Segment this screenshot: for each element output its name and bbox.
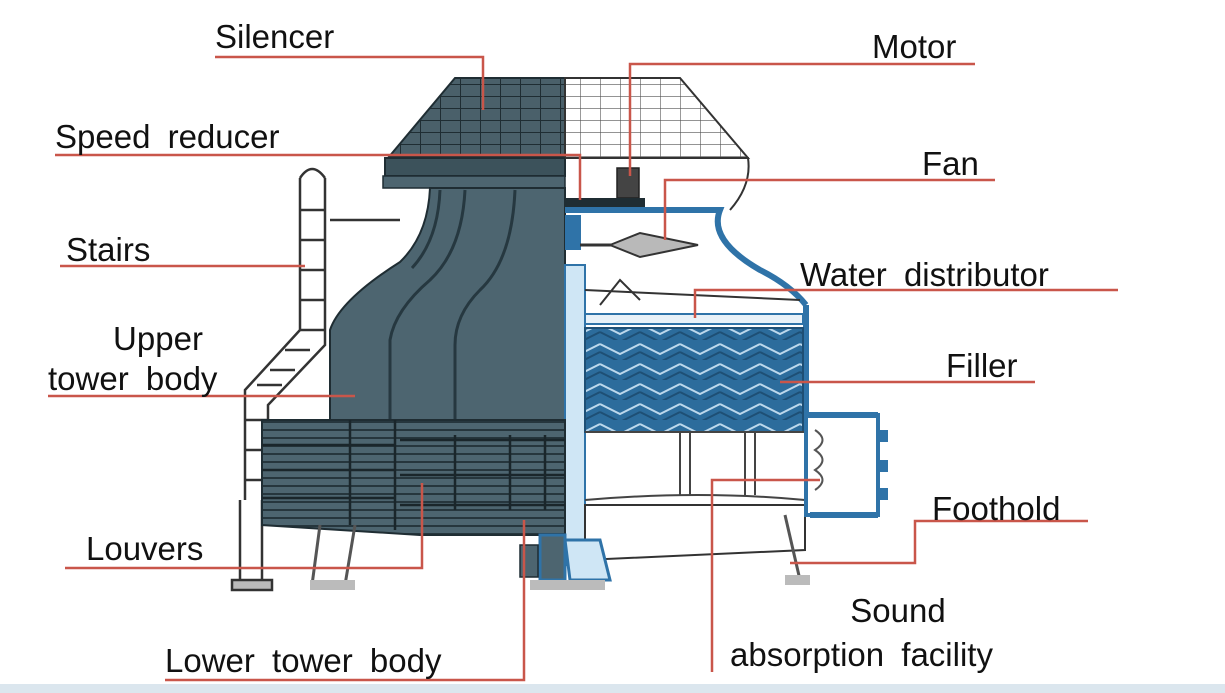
upper-tower-body-dark: [329, 187, 566, 421]
label-louvers: Louvers: [86, 530, 204, 567]
water-distributor: [584, 278, 801, 319]
filler-block: [584, 327, 804, 433]
leader-foothold: [790, 519, 1088, 565]
lower-tower-body: [538, 533, 612, 582]
label-lower-tower-body: Lower tower body: [165, 642, 442, 679]
leader-fan: [663, 178, 995, 240]
silencer-dark-half: [385, 77, 566, 159]
label-sound-absorption-line2: absorption facility: [730, 636, 993, 673]
leader-motor: [628, 62, 975, 176]
leader-speed-reducer: [55, 153, 582, 200]
fan-blade: [607, 231, 699, 259]
leader-lines: [48, 55, 1118, 682]
leader-silencer: [215, 55, 485, 110]
leader-sound-absorption: [710, 478, 820, 672]
label-motor: Motor: [872, 28, 957, 65]
label-water-distributor: Water distributor: [800, 256, 1049, 293]
label-upper-tower-body-line2: tower body: [48, 360, 218, 397]
label-foothold: Foothold: [932, 490, 1061, 527]
fan-stack: [565, 207, 809, 307]
bottom-strip: [0, 684, 1225, 693]
sound-absorption-structure: [804, 412, 888, 518]
motor-unit: [616, 167, 640, 199]
label-upper-tower-body-line1: Upper: [113, 320, 203, 357]
label-silencer: Silencer: [215, 18, 335, 55]
label-sound-absorption-line1: Sound: [850, 592, 946, 629]
label-fan: Fan: [922, 145, 979, 182]
louvers-section: [261, 419, 566, 536]
leader-lower-tower-body: [165, 520, 526, 682]
leader-louvers: [65, 483, 424, 570]
label-speed-reducer: Speed reducer: [55, 118, 280, 155]
leader-water-distributor: [693, 288, 1118, 318]
label-stairs: Stairs: [66, 231, 151, 268]
silencer-light-half: [564, 77, 751, 159]
label-filler: Filler: [946, 347, 1018, 384]
